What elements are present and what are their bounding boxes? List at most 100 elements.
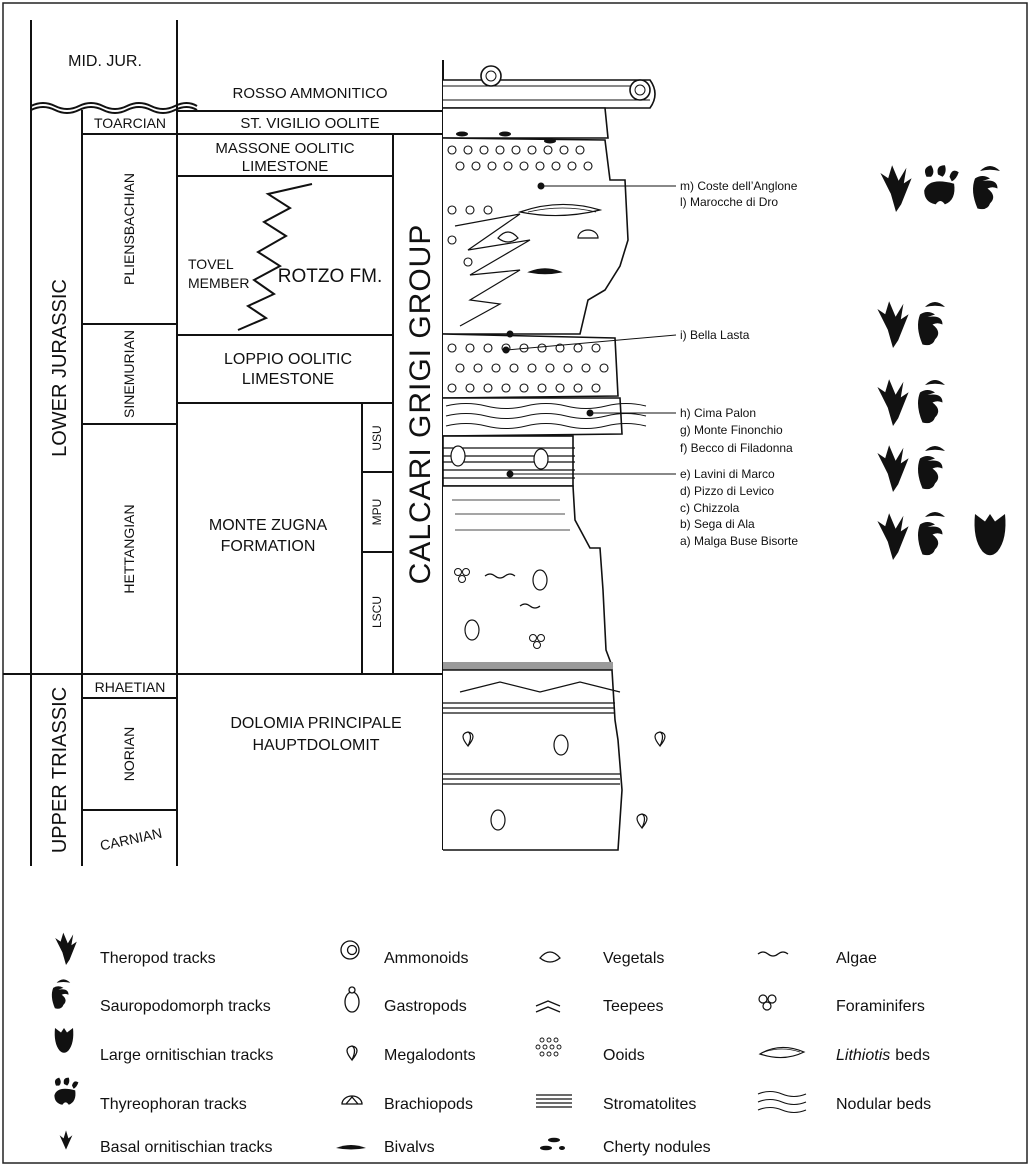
label-lscu: LSCU [370, 596, 384, 628]
legend-label: Ooids [603, 1047, 645, 1064]
label-rosso-ammonitico: ROSSO AMMONITICO [232, 85, 387, 102]
legend-label: Theropod tracks [100, 950, 216, 967]
label-massone-2: LIMESTONE [242, 158, 328, 175]
label-upper-triassic: UPPER TRIASSIC [49, 687, 71, 853]
label-loppio-1: LOPPIO OOLITIC [224, 351, 352, 368]
site-label: d) Pizzo di Levico [680, 484, 774, 498]
site-label: l) Marocche di Dro [680, 195, 778, 209]
legend-label: Brachiopods [384, 1096, 473, 1113]
legend-label: Stromatolites [603, 1096, 696, 1113]
legend-label: Basal ornitischian tracks [100, 1139, 273, 1156]
label-dolomia-2: HAUPTDOLOMIT [252, 737, 379, 754]
legend-label: Teepees [603, 998, 664, 1015]
legend-label: Bivalvs [384, 1139, 435, 1156]
legend-label: Foraminifers [836, 998, 925, 1015]
large-ornithischian-track-icon [974, 514, 1006, 556]
brachiopod-icon [341, 1095, 363, 1105]
sauropodomorph-track-icon [918, 512, 945, 556]
legend-label: Vegetals [603, 950, 664, 967]
site-label: i) Bella Lasta [680, 328, 750, 342]
site-label: e) Lavini di Marco [680, 467, 775, 481]
label-tovel-2: MEMBER [188, 275, 249, 291]
site-labels: m) Coste dell’Anglone l) Marocche di Dro… [680, 179, 798, 548]
site-label: m) Coste dell’Anglone [680, 179, 798, 193]
legend-label: Lithiotis beds [836, 1047, 930, 1064]
label-mid-jur: MID. JUR. [68, 53, 142, 70]
lithologic-column [442, 65, 666, 851]
theropod-track-icon [880, 165, 912, 212]
legend-label: Algae [836, 950, 877, 967]
unconformity-line [30, 102, 198, 110]
label-massone-1: MASSONE OOLITIC [215, 140, 354, 157]
label-calcari-grigi: CALCARI GRIGI GROUP [404, 224, 437, 585]
track-icons [877, 165, 1006, 560]
site-label: h) Cima Palon [680, 406, 756, 420]
label-monte-zugna-2: FORMATION [221, 538, 316, 555]
label-dolomia-1: DOLOMIA PRINCIPALE [230, 715, 401, 732]
chart-labels: MID. JUR. LOWER JURASSIC UPPER TRIASSIC … [49, 53, 437, 853]
tovel-member-zigzag [237, 183, 313, 331]
site-label: c) Chizzola [680, 501, 740, 515]
cherty-nodule-icon [540, 1137, 565, 1151]
legend-label: Ammonoids [384, 950, 468, 967]
legend-label: Large ornitischian tracks [100, 1047, 273, 1064]
basal-ornithischian-track-icon [59, 1130, 73, 1150]
site-label: a) Malga Buse Bisorte [680, 534, 798, 548]
sauropodomorph-track-icon [918, 302, 945, 346]
legend-label: Cherty nodules [603, 1139, 711, 1156]
label-tovel-1: TOVEL [188, 256, 234, 272]
bivalve-icon [336, 1145, 366, 1150]
label-lower-jurassic: LOWER JURASSIC [49, 279, 71, 457]
legend-label-rest: beds [895, 1047, 930, 1064]
teepee-icon [535, 1000, 561, 1013]
algae-icon [757, 951, 789, 957]
label-mpu: MPU [370, 499, 384, 526]
label-rotzo: ROTZO FM. [278, 266, 382, 287]
label-sinemurian: SINEMURIAN [121, 330, 137, 418]
sauropodomorph-track-icon [918, 380, 945, 424]
label-carnian: CARNIAN [98, 825, 163, 854]
vegetal-icon [539, 951, 561, 963]
site-leader-lines [505, 185, 677, 475]
label-st-vigilio: ST. VIGILIO OOLITE [240, 115, 379, 132]
site-label: g) Monte Finonchio [680, 423, 783, 437]
foraminifer-icon [758, 994, 777, 1011]
theropod-track-icon [877, 379, 909, 426]
label-rhaetian: RHAETIAN [95, 679, 166, 695]
site-label: b) Sega di Ala [680, 517, 755, 531]
theropod-track-icon [877, 301, 909, 348]
theropod-track-icon [877, 513, 909, 560]
thyreophoran-track-icon [54, 1077, 79, 1105]
label-usu: USU [370, 425, 384, 450]
ammonoid-icon [340, 940, 360, 960]
site-label: f) Becco di Filadonna [680, 441, 793, 455]
legend-label: Nodular beds [836, 1096, 931, 1113]
label-toarcian: TOARCIAN [94, 115, 166, 131]
unconformity-line [30, 106, 198, 114]
stromatolite-icon [536, 1094, 572, 1108]
sauropodomorph-track-icon [51, 979, 71, 1009]
label-loppio-2: LIMESTONE [242, 371, 334, 388]
sauropodomorph-track-icon [918, 446, 945, 490]
ooid-icon [535, 1037, 562, 1057]
theropod-track-icon [55, 932, 77, 965]
legend-label: Gastropods [384, 998, 467, 1015]
large-ornithischian-track-icon [54, 1028, 74, 1053]
thyreophoran-track-icon [924, 165, 959, 205]
sauropodomorph-track-icon [973, 166, 1000, 210]
label-monte-zugna-1: MONTE ZUGNA [209, 517, 328, 534]
legend-label-italic: Lithiotis [836, 1047, 890, 1064]
theropod-track-icon [877, 445, 909, 492]
megalodont-icon [346, 1045, 358, 1062]
gastropod-icon [344, 986, 360, 1013]
nodular-bed-icon [757, 1090, 807, 1114]
chart-grid [3, 20, 444, 866]
legend: Theropod tracks Sauropodomorph tracks La… [51, 932, 931, 1156]
lithiotis-bed-icon [758, 1046, 806, 1059]
legend-label: Sauropodomorph tracks [100, 998, 271, 1015]
label-hettangian: HETTANGIAN [121, 504, 137, 593]
legend-label: Thyreophoran tracks [100, 1096, 247, 1113]
label-norian: NORIAN [121, 727, 137, 781]
